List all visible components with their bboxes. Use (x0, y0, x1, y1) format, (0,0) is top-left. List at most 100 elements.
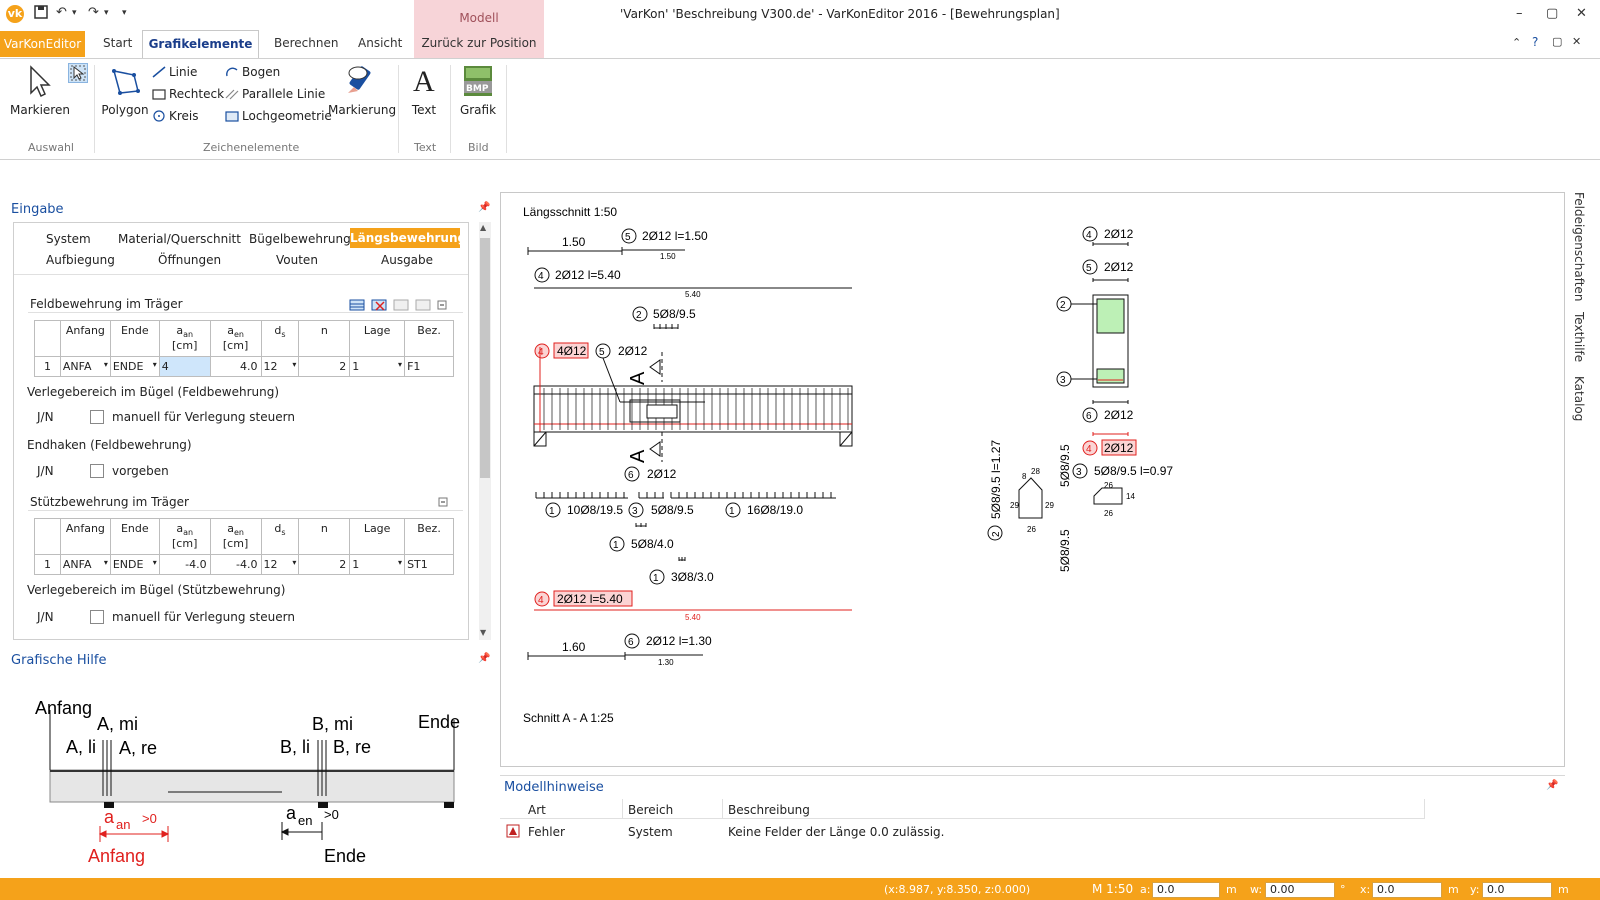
table-toolbar (349, 299, 447, 311)
close-doc-icon[interactable]: ✕ (1572, 35, 1582, 48)
col-ende: Ende (109, 518, 160, 555)
collapse-ribbon-icon[interactable]: ⌃ (1512, 36, 1522, 49)
markierung-button[interactable]: Markierung (328, 63, 396, 117)
s6-bracket (1092, 400, 1129, 404)
ende-select[interactable]: ENDE▾ (109, 554, 160, 575)
lage-select[interactable]: 1▾ (349, 356, 406, 377)
close-icon[interactable]: ✕ (1576, 6, 1587, 21)
ds-select[interactable]: 12▾ (260, 554, 300, 575)
modellhinweise-panel (500, 775, 1565, 878)
redo-icon[interactable]: ↷ (88, 5, 99, 20)
grafik-button[interactable]: BMP Grafik (456, 63, 500, 117)
status-scale[interactable]: M 1:50 (1092, 882, 1134, 896)
undo-dropdown-icon[interactable]: ▾ (72, 8, 77, 18)
label-red-anfang: Anfang (88, 846, 145, 866)
tab-zurueck-zur-position[interactable]: Zurück zur Position (421, 36, 537, 50)
reinforcement-plan-drawing[interactable]: Längsschnitt 1:50 1.50 5 2Ø12 l=1.50 1.5… (500, 192, 1565, 767)
help-icon[interactable]: ? (1532, 35, 1539, 49)
add-row-icon[interactable] (349, 299, 365, 311)
pin-eingabe-icon[interactable]: 📌 (478, 202, 491, 213)
maximize-icon[interactable]: ▢ (1546, 6, 1559, 21)
eingabe-scrollbar-thumb[interactable] (480, 238, 490, 478)
group-label-text: Text (414, 141, 437, 154)
group-label-auswahl: Auswahl (28, 141, 74, 154)
support-axes (102, 740, 327, 796)
customize-qat-icon[interactable]: ▾ (122, 8, 127, 18)
status-x-input[interactable]: 0.0 (1372, 882, 1442, 898)
label-aan: a (104, 807, 115, 827)
status-a-input[interactable]: 0.0 (1152, 882, 1220, 898)
aen-input[interactable]: -4.0 (209, 554, 262, 575)
pin-modellhinweise-icon[interactable]: 📌 (1546, 780, 1559, 791)
bar-1b-marker-circle (725, 502, 741, 518)
anfang-select[interactable]: ANFA▾ (59, 554, 111, 575)
scroll-up-icon[interactable]: ▲ (480, 223, 487, 232)
tab-aufbiegung[interactable]: Aufbiegung (46, 253, 115, 267)
delete-row-icon[interactable] (371, 299, 387, 311)
vorgeben-checkbox[interactable] (90, 464, 104, 478)
markieren-button[interactable]: Markieren (10, 63, 70, 117)
tab-berechnen[interactable]: Berechnen (274, 36, 339, 50)
aan-input[interactable]: 4 (158, 356, 211, 377)
manuell-feld-label: manuell für Verlegung steuern (112, 410, 295, 424)
minimize-icon[interactable]: – (1516, 6, 1523, 21)
text-button[interactable]: A Text (406, 63, 442, 117)
tab-vouten[interactable]: Vouten (276, 253, 318, 267)
tab-katalog[interactable]: Katalog (1572, 376, 1586, 422)
collapse-section-icon[interactable] (437, 300, 447, 310)
tab-start[interactable]: Start (103, 36, 133, 50)
redo-dropdown-icon[interactable]: ▾ (104, 8, 109, 18)
undo-icon[interactable]: ↶ (56, 5, 67, 20)
stirrup-3-dim-side: 14 (1126, 492, 1135, 501)
bogen-button[interactable]: Bogen (225, 65, 280, 79)
bez-input[interactable]: ST1 (404, 554, 454, 575)
manuell-stuetz-checkbox[interactable] (90, 610, 104, 624)
rechteck-button[interactable]: Rechteck (152, 87, 224, 101)
tab-buegelbewehrung[interactable]: Bügelbewehrung (249, 232, 351, 246)
aan-input[interactable]: -4.0 (158, 554, 211, 575)
tab-oeffnungen[interactable]: Öffnungen (158, 253, 222, 267)
restore-doc-icon[interactable]: ▢ (1552, 35, 1563, 48)
col-aen: aen[cm] (209, 320, 262, 357)
bez-input[interactable]: F1 (404, 356, 454, 377)
pin-grafische-hilfe-icon[interactable]: 📌 (478, 653, 491, 664)
tab-system[interactable]: System (46, 232, 91, 246)
tab-feldeigenschaften[interactable]: Feldeigenschaften (1572, 192, 1586, 302)
copy-row-icon[interactable] (393, 299, 409, 311)
select-mode-icon[interactable] (68, 63, 88, 83)
tab-material-querschnitt[interactable]: Material/Querschnitt (118, 232, 241, 246)
tab-ansicht[interactable]: Ansicht (358, 36, 403, 50)
paste-row-icon[interactable] (415, 299, 431, 311)
tab-ausgabe[interactable]: Ausgabe (381, 253, 434, 267)
scroll-down-icon[interactable]: ▼ (480, 628, 487, 637)
s6-marker-circle (1082, 407, 1098, 423)
manuell-feld-checkbox[interactable] (90, 410, 104, 424)
col-bez: Bez. (404, 320, 454, 357)
anfang-select[interactable]: ANFA▾ (59, 356, 111, 377)
n-input[interactable]: 2 (298, 356, 351, 377)
tab-application-menu[interactable]: VarKonEditor (0, 31, 85, 57)
ende-select[interactable]: ENDE▾ (109, 356, 160, 377)
lochgeometrie-button[interactable]: Lochgeometrie (225, 109, 332, 123)
ds-select[interactable]: 12▾ (260, 356, 300, 377)
status-w-input[interactable]: 0.00 (1265, 882, 1335, 898)
window-title: 'VarKon' 'Beschreibung V300.de' - VarKon… (620, 7, 1060, 21)
lage-select[interactable]: 1▾ (349, 554, 406, 575)
kreis-button[interactable]: Kreis (152, 109, 199, 123)
tab-texthilfe[interactable]: Texthilfe (1572, 312, 1586, 363)
app-logo-icon[interactable]: vk (6, 5, 24, 23)
tab-laengsbewehrung[interactable]: Längsbewehrung (350, 228, 466, 248)
aen-input[interactable]: 4.0 (209, 356, 262, 377)
polygon-button[interactable]: Polygon (100, 63, 150, 117)
linie-button[interactable]: Linie (152, 65, 197, 79)
status-y-input[interactable]: 0.0 (1482, 882, 1552, 898)
s4-red-marker-number: 4 (1086, 444, 1092, 455)
tab-grafikelemente[interactable]: Grafikelemente (142, 30, 259, 59)
save-icon[interactable] (34, 5, 48, 23)
rechteck-label: Rechteck (169, 87, 225, 101)
grafische-hilfe-diagram: Anfang Ende A, li A, mi A, re B, li B, m… (35, 698, 460, 866)
n-input[interactable]: 2 (298, 554, 351, 575)
collapse-stuetz-icon[interactable] (438, 497, 450, 509)
parallele-linie-button[interactable]: Parallele Linie (225, 87, 325, 101)
s4-marker-number: 4 (1086, 230, 1092, 241)
